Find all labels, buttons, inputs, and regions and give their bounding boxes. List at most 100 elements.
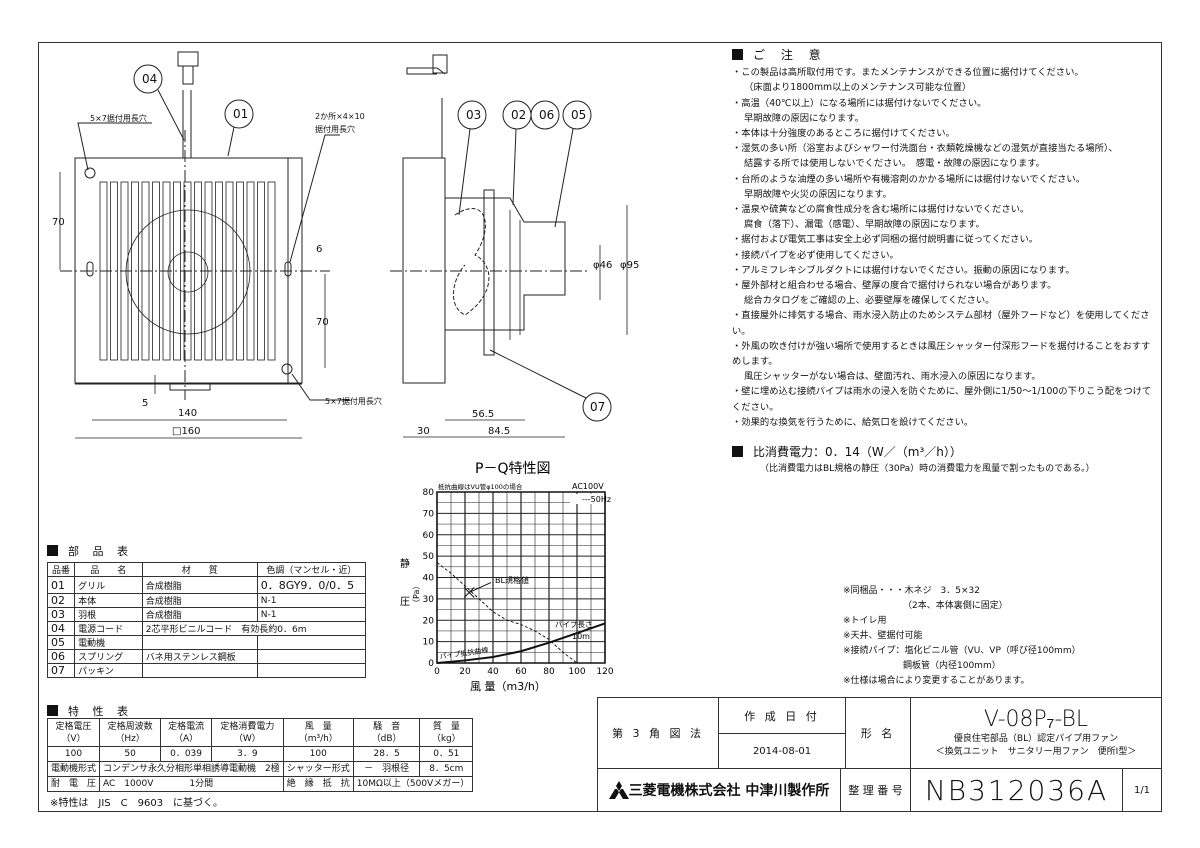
x-tick-label: 20 (459, 667, 471, 677)
caution-notes: ご 注 意 ・この製品は高所取付用です。またメンテナンスができる位置に据付けてく… (732, 48, 1158, 477)
x-tick-label: 0 (434, 667, 440, 677)
number-label: 整 理 番 号 (840, 768, 911, 812)
part-callout-04: 04 (142, 72, 157, 86)
dim-5: 5 (142, 398, 148, 409)
bl-point-label: BL規格値 (495, 575, 529, 585)
projection-method: 第 3 角 図 法 (597, 697, 719, 769)
withstand-label: 耐 電 圧 (46, 776, 101, 792)
parts-header: 材 質 (141, 562, 258, 577)
caution-line: 結露する所では使用しないでください。 感電・故障の原因になります。 (744, 158, 1045, 170)
parts-cell: 05 (46, 635, 76, 650)
shutter-label: シャッター形式 (282, 761, 354, 777)
dim-phi95: φ95 (620, 260, 639, 271)
specs-header: 定格電流 （A） (160, 718, 212, 747)
motor-label: 電動機形式 (46, 761, 101, 777)
pipe-length-label: パイプ長さ (555, 620, 593, 629)
caution-line: ・外風の吹き付けが強い場所で使用するときは風圧シャッター付深形フードを据付けるこ… (732, 340, 1151, 368)
specs-value: 100 (46, 746, 101, 762)
caution-line: ・高温（40℃以上）になる場所には据付けないでください。 (732, 97, 987, 109)
dim-phi46: φ46 (593, 260, 612, 271)
y-tick-label: 40 (423, 574, 435, 584)
dim-70-right: 70 (316, 317, 329, 328)
xlabel: 風 量（m3/h） (470, 680, 546, 693)
specs-header: 定格電圧 （V） (46, 718, 101, 747)
parts-cell: バネ用ステンレス鋼板 (141, 649, 258, 664)
part-callout-03: 03 (466, 108, 481, 122)
parts-title: 部 品 表 (68, 545, 133, 558)
parts-cell: N-1 (256, 593, 367, 608)
insulation-value: 10MΩ以上（500Vメガー） (352, 776, 474, 792)
parts-cell: 合成樹脂 (141, 593, 258, 608)
caution-line: ・直接屋外に排気する場合、雨水浸入防止のためシステム部材（屋外フードなど）を使用… (732, 310, 1150, 337)
misc-notes: ※同梱品・・・木ネジ 3．5×32（2本、本体裏側に固定）※トイレ用※天井、壁据… (843, 584, 1081, 689)
parts-cell: 06 (46, 649, 76, 664)
bullet-square-icon (732, 446, 743, 458)
y-tick-label: 70 (423, 509, 435, 519)
parts-cell (256, 663, 367, 678)
specs-value: 50 (99, 746, 162, 762)
dim-6: 6 (316, 244, 322, 255)
caution-line: ・本体は十分強度のあるところに据付けてください。 (732, 128, 955, 140)
parts-cell: 07 (46, 663, 76, 678)
caution-line: 風圧シャッターがない場合は、壁面汚れ、雨水浸入の原因になります。 (744, 371, 1041, 383)
specs-value: 0．039 (160, 746, 212, 762)
hole-label-top-left: 5×7据付用長穴 (90, 113, 147, 123)
parts-cell: 02 (46, 593, 76, 608)
misc-note: ※天井、壁据付可能 (843, 631, 923, 641)
ylabel-1: 静 (400, 557, 410, 570)
part-callout-07: 07 (590, 400, 605, 414)
chart-note: 抵抗曲線はVU管φ100の場合 (438, 482, 523, 491)
pq-chart: P－Q特性図 抵抗曲線はVU管φ100の場合 AC100V 静 圧 （Pa） 風… (400, 461, 614, 693)
caution-line: 総合カタログをご確認の上、必要壁厚を確保してください。 (744, 295, 995, 307)
parts-cell: 本体 (74, 593, 143, 608)
bullet-square-icon (732, 49, 743, 60)
parts-cell: パッキン (74, 663, 143, 678)
caution-line: （床面より1800mm以上のメンテナンス可能な位置） (744, 82, 972, 94)
parts-header: 品番 (46, 562, 76, 577)
y-tick-label: 0 (428, 659, 434, 669)
parts-cell: 03 (46, 607, 76, 622)
specific-power: 比消費電力：0．14（W／（m³／h）） (753, 445, 962, 460)
ylabel-2: 圧 (400, 597, 410, 608)
technical-drawing: 04 01 5×7据付用長穴 2か所×4×10 据付用長穴 5×7据付用長穴 7… (52, 51, 639, 439)
parts-header: 品 名 (74, 562, 143, 577)
pipe-length-value: 10m (572, 632, 590, 641)
misc-note: 鋼板管（内径100mm） (903, 661, 1001, 671)
ylabel-unit: （Pa） (412, 582, 421, 607)
parts-cell: スプリング (74, 649, 143, 664)
model-desc-1: 優良住宅部品（BL）認定パイプ用ファン (953, 734, 1119, 744)
blade-value: 8．5cm (419, 761, 474, 777)
parts-cell: 電源コード (74, 621, 143, 636)
caution-line: ・壁に埋め込む接続パイプは雨水の浸入を防ぐために、屋外側に1/50～1/100の… (732, 386, 1152, 413)
specs-header: 騒 音 （dB） (352, 718, 421, 747)
caution-line: ・据付および電気工事は安全上必ず同梱の据付説明書に従ってください。 (732, 234, 1039, 246)
dim-140: 140 (178, 408, 197, 419)
caution-heading: ご 注 意 (753, 48, 827, 62)
parts-cell: 合成樹脂 (141, 576, 258, 594)
parts-cell: 04 (46, 621, 76, 636)
legend-box (570, 494, 604, 504)
caution-line: ・接続パイプを必ず使用してください。 (732, 249, 899, 261)
y-tick-label: 60 (423, 531, 435, 541)
parts-cell: 0．8GY9．0/0．5 (256, 576, 367, 594)
specs-table: 定格電圧 （V）定格周波数 （Hz）定格電流 （A）定格消費電力 （W）風 量 … (46, 718, 474, 792)
parts-cell: グリル (74, 576, 143, 594)
parts-cell: 羽根 (74, 607, 143, 622)
series-line-0 (436, 562, 578, 664)
parts-cell (256, 635, 367, 650)
y-tick-label: 30 (423, 595, 435, 605)
insulation-label: 絶 縁 抵 抗 (282, 776, 354, 792)
parts-cell: 合成樹脂 (141, 607, 258, 622)
part-callout-01: 01 (233, 107, 248, 121)
y-tick-label: 20 (423, 616, 435, 626)
series-line-1 (436, 622, 606, 664)
drawing-number: NB312036A (910, 768, 1123, 812)
motor-value: コンデンサ永久分相形単相誘導電動機 2極 (99, 761, 284, 777)
caution-line: ・効果的な換気を行うために、給気口を設けてください。 (732, 416, 974, 428)
hole-label-bottom-right: 5×7据付用長穴 (325, 396, 382, 406)
caution-line: ・温泉や硫黄などの腐食性成分を含む場所には据付けないでください。 (732, 204, 1030, 216)
